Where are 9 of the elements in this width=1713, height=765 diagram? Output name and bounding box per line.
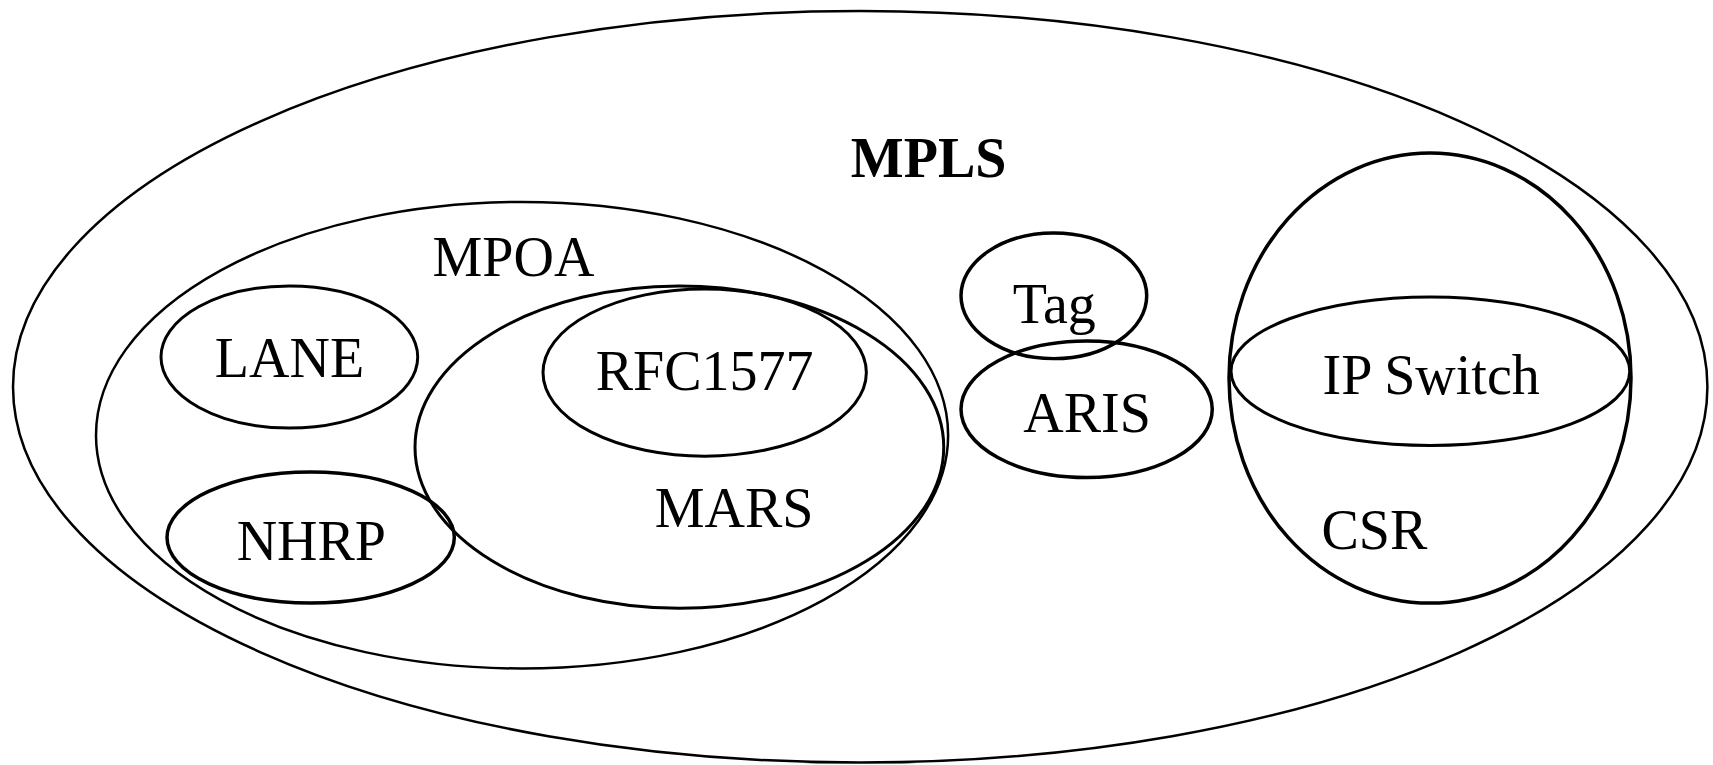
set-label: MPLS xyxy=(850,130,1007,187)
set-label: RFC1577 xyxy=(595,343,814,400)
set-label: CSR xyxy=(1321,501,1428,558)
set-label: IP Switch xyxy=(1322,346,1540,403)
set-label: NHRP xyxy=(236,512,386,569)
set-label: LANE xyxy=(214,330,365,387)
set-label: MPOA xyxy=(432,228,595,285)
set-label: ARIS xyxy=(1023,384,1151,441)
set-label: MARS xyxy=(654,479,814,536)
